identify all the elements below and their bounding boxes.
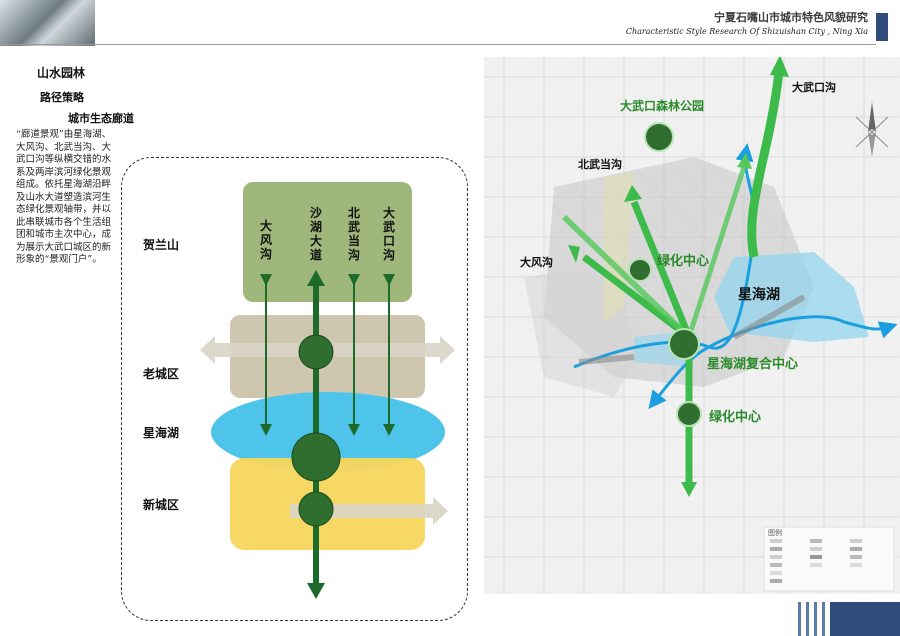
map-label-green-center-2: 绿化中心	[709, 410, 762, 425]
axis-label-dawukou: 大武口沟	[382, 206, 395, 262]
xinghai-lake-area	[714, 252, 869, 342]
axis-label-shahu: 沙湖大道	[309, 206, 322, 262]
zone-label-old-city: 老城区	[143, 367, 180, 381]
report-title: 宁夏石嘴山市城市特色风貌研究	[714, 11, 868, 24]
new-city-node	[298, 491, 334, 527]
footer-accent-block	[830, 602, 900, 636]
map-label-dawukou-gou: 大武口沟	[792, 81, 836, 94]
map-label-xinghai-lake: 星海湖	[738, 287, 780, 303]
footer-stripe	[814, 602, 817, 636]
helan-zone	[243, 182, 412, 302]
river-southwest	[648, 345, 710, 410]
footer-stripe	[822, 602, 825, 636]
description-text: “廊道景观”由星海湖、大风沟、北武当沟、大武口沟等纵横交错的水系及两岸滨河绿化景…	[16, 129, 112, 265]
footer-stripe	[806, 602, 809, 636]
zone-label-xinghai: 星海湖	[143, 426, 180, 440]
map-label-forest-park: 大武口森林公园	[620, 99, 705, 113]
grey-link-west	[578, 354, 635, 365]
corridor-dawukou	[747, 71, 784, 258]
section-title: 山水园林	[37, 66, 86, 80]
corridor-west	[561, 214, 692, 340]
corridor-beiwudang	[630, 200, 693, 339]
green-center-node-1	[628, 258, 652, 282]
topic-title: 城市生态廊道	[68, 112, 134, 125]
green-center-node-2	[676, 401, 702, 427]
lake-node	[291, 432, 341, 482]
forest-park-node	[644, 122, 674, 152]
legend-title: 图例	[768, 529, 782, 537]
grey-link-east	[732, 294, 806, 340]
map-label-green-center-1: 绿化中心	[657, 254, 710, 269]
report-subtitle: Characteristic Style Research Of Shizuis…	[625, 27, 868, 36]
subsection-title: 路径策略	[40, 91, 84, 104]
zone-label-new-city: 新城区	[143, 498, 180, 512]
compass-icon	[855, 102, 889, 157]
composite-center-node	[668, 328, 700, 360]
map-label-beiwudang-gou: 北武当沟	[578, 158, 622, 171]
green-belt	[604, 172, 634, 322]
header-accent-block	[876, 13, 888, 41]
footer-stripe	[798, 602, 801, 636]
corridor-north-branch	[686, 166, 747, 338]
zone-label-helan: 贺兰山	[143, 238, 180, 252]
axis-label-dafeng: 大风沟	[259, 219, 272, 261]
old-city-node	[298, 334, 334, 370]
map-legend	[763, 526, 895, 592]
axis-label-beiwudang: 北武当沟	[347, 206, 360, 262]
diagram-frame	[121, 157, 468, 621]
city-map	[484, 57, 900, 594]
map-label-composite-center: 星海湖复合中心	[707, 357, 799, 372]
mountain-landscape-logo	[0, 0, 95, 46]
header-divider	[0, 44, 876, 45]
map-label-dafeng-gou: 大风沟	[520, 256, 553, 269]
